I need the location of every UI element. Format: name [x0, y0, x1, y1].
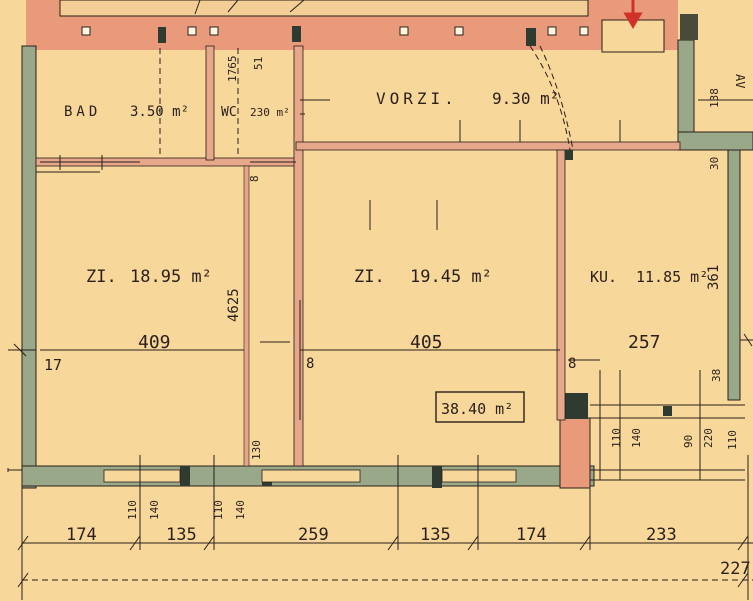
entrance-arrow — [623, 0, 643, 29]
chimney-block — [563, 393, 588, 419]
dim-sill-110b: 110 — [212, 500, 225, 520]
wall-bad-wc — [205, 45, 215, 161]
wall-zi1-zi2 — [243, 165, 250, 467]
dim-sill-140c: 140 — [630, 428, 643, 448]
kitchen-window-post — [663, 406, 672, 416]
room-wc-name: WC — [221, 105, 237, 120]
room-zi1-area: 18.95 m² — [130, 267, 212, 287]
wall-chimney — [559, 417, 591, 489]
dim-h-1765: 1765 — [226, 56, 239, 83]
entrance-gap — [601, 19, 665, 53]
dim-h-138: 138 — [708, 88, 721, 108]
dim-sill-140b: 140 — [234, 500, 247, 520]
door-post-ku — [565, 150, 573, 160]
wall-right-post — [727, 149, 741, 401]
dim-h-38: 38 — [710, 369, 723, 382]
right-openings — [590, 370, 745, 481]
room-bad-area: 3.50 m² — [130, 104, 189, 120]
wall-right-stair — [677, 131, 753, 151]
room-zi2-name: ZI. — [354, 267, 385, 287]
room-ku-area: 11.85 m² — [636, 268, 708, 286]
room-zi1-width: 409 — [138, 332, 171, 353]
dim-far-right: 227 — [720, 559, 751, 579]
total-area: 38.40 m² — [441, 400, 513, 418]
dim-bottom-3: 259 — [298, 525, 329, 545]
dim-wall-17: 17 — [44, 356, 62, 374]
wall-left — [21, 45, 37, 489]
dim-sill-110a: 110 — [126, 500, 139, 520]
wall-vorzi-bottom — [295, 141, 681, 151]
room-vorzi-name: VORZI. — [376, 89, 458, 108]
dim-sill-220: 220 — [702, 428, 715, 448]
wall-zi2-ku — [556, 149, 566, 421]
dim-height-4625: 4625 — [226, 288, 242, 322]
room-wc-area: 230 m² — [250, 106, 290, 119]
door-vorzi — [529, 45, 571, 151]
side-measure-lines — [7, 99, 753, 472]
window-post-b2 — [432, 466, 442, 488]
dim-h-8: 8 — [248, 175, 261, 182]
dim-h-51: 51 — [252, 57, 265, 70]
dim-height-361: 361 — [706, 265, 722, 290]
room-zi2-width: 405 — [410, 332, 443, 353]
dim-wall-8a: 8 — [306, 356, 314, 372]
diagonal-ticks — [194, 0, 305, 15]
dim-bottom-2: 135 — [166, 525, 197, 545]
wall-right-dark — [680, 14, 698, 40]
wall-top-recess — [59, 0, 589, 17]
window-post-b1 — [180, 466, 190, 486]
room-ku-width: 257 — [628, 332, 661, 353]
dim-wall-8b: 8 — [568, 356, 576, 372]
top-wall-openings — [81, 26, 589, 36]
door-vorzi-2 — [539, 45, 574, 151]
dim-bottom-5: 174 — [516, 525, 547, 545]
top-wall-posts — [158, 26, 536, 46]
room-bad-name: BAD — [64, 104, 101, 120]
bottom-windows — [103, 469, 517, 483]
dim-bottom-4: 135 — [420, 525, 451, 545]
dim-bottom-1: 174 — [66, 525, 97, 545]
dim-h-30: 30 — [708, 157, 721, 170]
dim-sill-110c: 110 — [610, 428, 623, 448]
room-zi1-name: ZI. — [86, 267, 117, 287]
dim-sill-110d: 110 — [726, 430, 739, 450]
total-area-box — [435, 391, 525, 423]
room-av-name: AV — [733, 74, 747, 88]
dim-bottom-6: 233 — [646, 525, 677, 545]
room-ku-name: KU. — [590, 268, 617, 286]
wall-wc-vorzi — [293, 45, 304, 467]
dim-sill-140a: 140 — [148, 500, 161, 520]
dim-sill-90: 90 — [682, 435, 695, 448]
dimension-chain: 174 135 259 135 174 233 227 — [17, 430, 753, 600]
interior-ticks — [35, 99, 621, 420]
dim-sill-130: 130 — [250, 440, 263, 460]
room-vorzi-area: 9.30 m² — [492, 89, 559, 108]
room-zi2-area: 19.45 m² — [410, 267, 492, 287]
